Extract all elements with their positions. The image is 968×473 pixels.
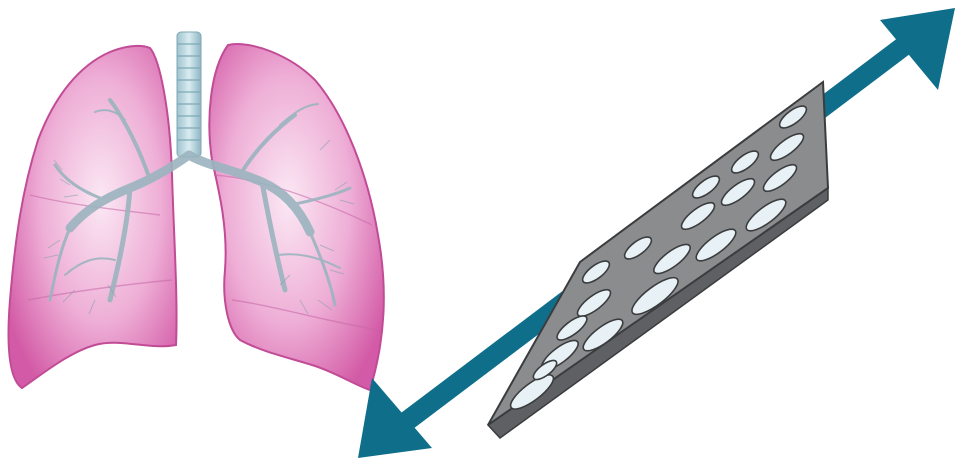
left-lung (9, 46, 177, 388)
lungs (9, 32, 384, 390)
perforated-membrane (488, 82, 828, 438)
trachea (177, 32, 201, 157)
